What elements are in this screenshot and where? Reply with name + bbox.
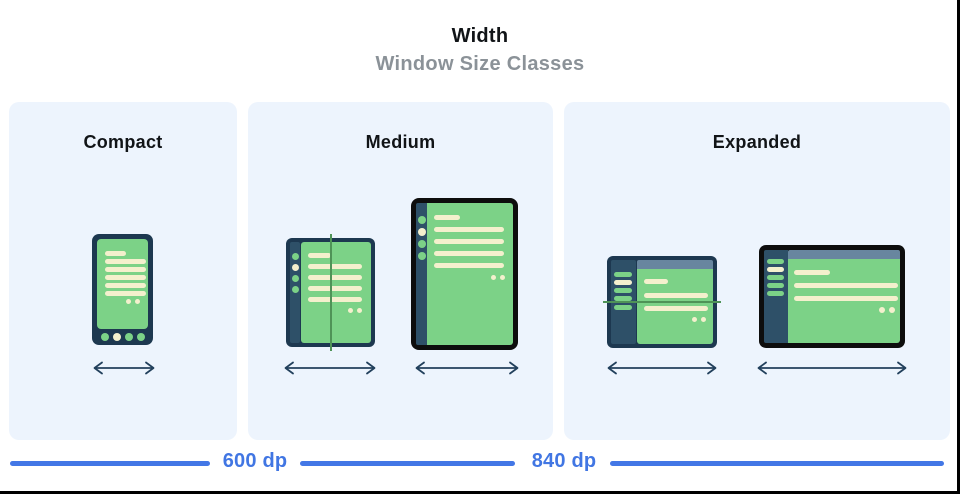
foldable-screen — [301, 242, 371, 343]
phone-nav-bar — [92, 329, 153, 345]
width-arrow — [607, 361, 717, 375]
content-line — [794, 270, 830, 275]
sidebar-item — [767, 291, 784, 296]
ruler-line-segment — [10, 461, 210, 466]
diagram-subtitle: Window Size Classes — [375, 53, 585, 75]
content-line — [434, 239, 504, 244]
content-line — [794, 296, 898, 301]
sidebar-item — [614, 272, 632, 277]
content-line — [434, 251, 504, 256]
width-arrow — [93, 361, 155, 375]
fold-crease — [329, 234, 332, 351]
width-arrow — [284, 361, 376, 375]
content-line — [105, 259, 146, 264]
content-line — [105, 291, 146, 296]
app-top-bar — [788, 250, 900, 259]
nav-dot — [136, 333, 145, 341]
content-line — [644, 306, 708, 311]
content-area — [637, 269, 713, 344]
app-top-bar — [637, 260, 713, 269]
content-area — [788, 259, 900, 343]
action-dots — [644, 317, 713, 322]
nav-rail — [290, 242, 300, 343]
rail-dot — [291, 253, 299, 260]
rail-dot — [417, 228, 426, 236]
content-line — [644, 293, 708, 298]
rail-dot — [417, 252, 426, 260]
foldable-portrait-device — [286, 234, 375, 351]
action-dots — [105, 299, 143, 304]
rail-dot — [291, 264, 299, 271]
sidebar-item — [767, 283, 784, 288]
rail-dot — [417, 240, 426, 248]
panel-compact-title: Compact — [83, 132, 163, 152]
image-edge-border — [957, 0, 960, 494]
panel-medium: Medium — [248, 102, 553, 440]
panel-expanded-title: Expanded — [712, 132, 802, 152]
ruler-line-segment — [610, 461, 944, 466]
nav-dot — [100, 333, 109, 341]
sidebar-item — [614, 288, 632, 293]
panel-expanded: Expanded — [564, 102, 950, 440]
phone-device — [92, 234, 153, 345]
nav-dot — [112, 333, 121, 341]
content-line — [434, 215, 460, 220]
sidebar-item — [767, 267, 784, 272]
content-line — [308, 286, 362, 291]
panel-medium-title: Medium — [365, 132, 436, 152]
action-dots — [434, 275, 513, 280]
content-line — [105, 267, 146, 272]
content-line — [105, 283, 146, 288]
sidebar-item — [614, 305, 632, 310]
fold-crease — [603, 301, 721, 303]
diagram-title: Width — [451, 25, 509, 47]
sidebar-item — [614, 296, 632, 301]
content-line — [308, 253, 331, 258]
sidebar-item — [614, 280, 632, 285]
action-dots — [794, 307, 900, 313]
sidebar — [764, 250, 788, 343]
tablet-portrait-device — [411, 198, 518, 350]
nav-rail — [416, 203, 427, 345]
content-line — [434, 227, 504, 232]
width-arrow — [415, 361, 519, 375]
content-line — [105, 275, 146, 280]
content-line — [308, 297, 362, 302]
main-pane — [788, 250, 900, 343]
ruler-line-segment — [300, 461, 515, 466]
content-line — [644, 279, 668, 284]
tablet-landscape-device — [759, 245, 905, 348]
sidebar-item — [767, 259, 784, 264]
rail-dot — [417, 216, 426, 224]
panel-compact: Compact — [9, 102, 237, 440]
sidebar-item — [767, 275, 784, 280]
breakpoint-600dp: 600 dp — [222, 450, 288, 472]
breakpoint-840dp: 840 dp — [531, 450, 597, 472]
rail-dot — [291, 286, 299, 293]
content-line — [105, 251, 126, 256]
rail-dot — [291, 275, 299, 282]
content-line — [434, 263, 504, 268]
content-line — [308, 275, 362, 280]
action-dots — [308, 308, 371, 313]
foldable-landscape-device — [603, 256, 721, 348]
content-line — [794, 283, 898, 288]
nav-dot — [124, 333, 133, 341]
content-line — [308, 264, 362, 269]
tablet-screen — [427, 203, 513, 345]
main-pane — [637, 260, 713, 344]
width-arrow — [757, 361, 907, 375]
phone-screen — [97, 239, 148, 329]
image-edge-border — [0, 491, 960, 494]
